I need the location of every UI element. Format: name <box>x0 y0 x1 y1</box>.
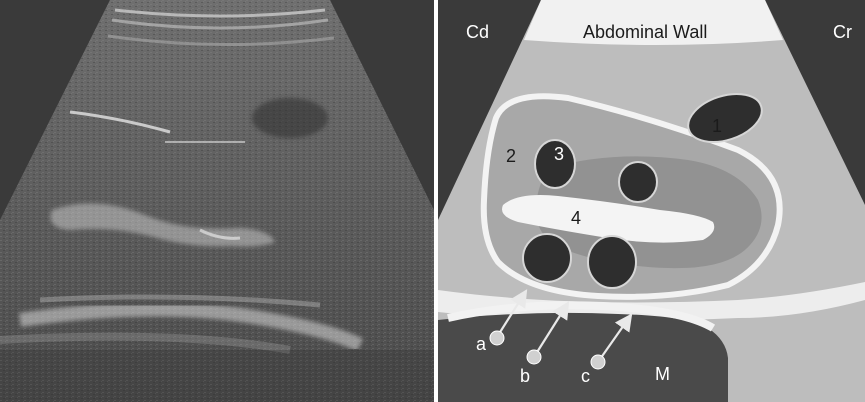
label-cranial: Cr <box>833 22 852 42</box>
lesion-lower-left <box>523 234 571 282</box>
arrow-c-origin <box>591 355 605 369</box>
label-m: M <box>655 364 670 384</box>
label-abdominal-wall: Abdominal Wall <box>583 22 707 42</box>
schematic-panel: Cd Cr Abdominal Wall 1 2 3 4 a b c M <box>438 0 865 402</box>
label-caudal: Cd <box>466 22 489 42</box>
lesion-right <box>619 162 657 202</box>
muscle-region <box>438 313 728 402</box>
lesion-lower-right <box>588 236 636 288</box>
label-1: 1 <box>712 116 722 136</box>
schematic-diagram: Cd Cr Abdominal Wall 1 2 3 4 a b c M <box>438 0 865 402</box>
label-c: c <box>581 366 590 386</box>
arrow-a-origin <box>490 331 504 345</box>
label-4: 4 <box>571 208 581 228</box>
label-a: a <box>476 334 487 354</box>
arrow-b-origin <box>527 350 541 364</box>
label-2: 2 <box>506 146 516 166</box>
label-3: 3 <box>554 144 564 164</box>
label-b: b <box>520 366 530 386</box>
ultrasound-image-panel <box>0 0 434 402</box>
ultrasound-image <box>0 0 434 402</box>
